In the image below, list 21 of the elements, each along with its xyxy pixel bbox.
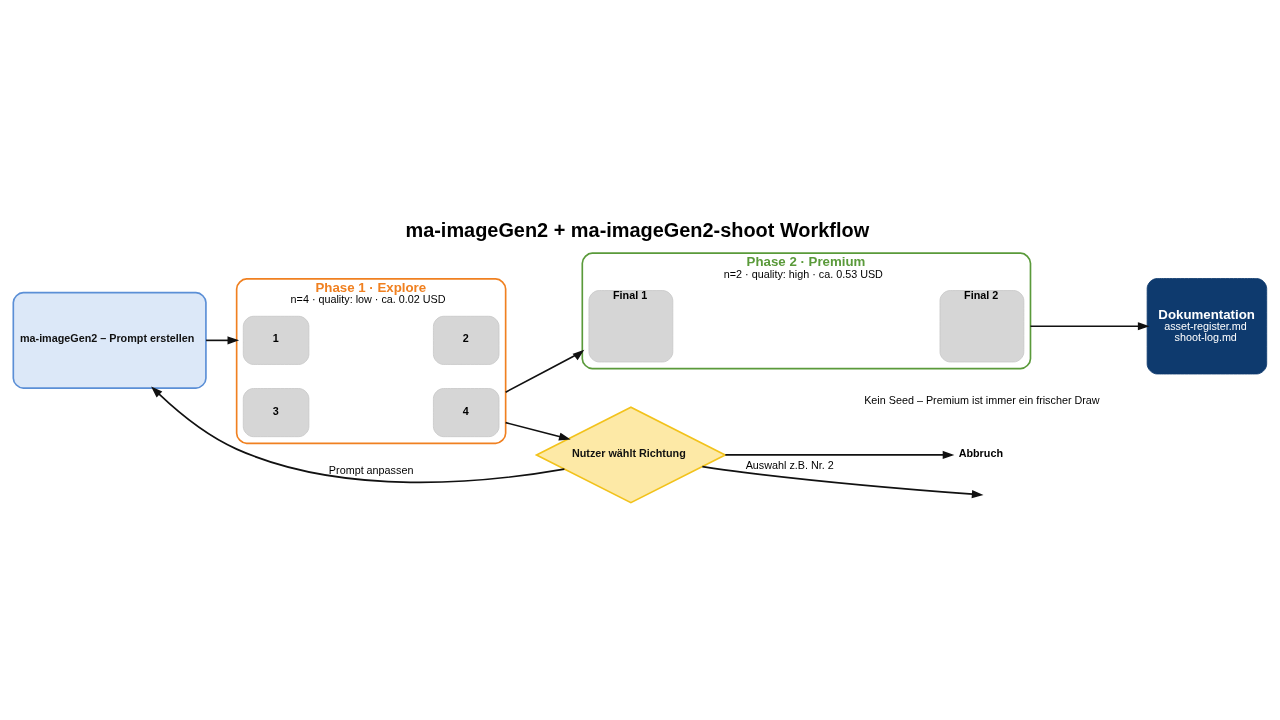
- arrow: [701, 465, 984, 498]
- node-box: 2: [433, 315, 500, 365]
- edge-label: Auswahl z.B. Nr. 2: [745, 458, 834, 471]
- node-box: Final 2: [939, 289, 1025, 362]
- arrow: [1029, 321, 1150, 330]
- arrow: [151, 385, 566, 483]
- node-box: 4: [433, 387, 500, 437]
- diagram-title: ma-imageGen2 + ma-imageGen2-shoot Workflow: [405, 218, 870, 241]
- node-box: 3: [242, 387, 310, 437]
- node-box: Dokumentation asset-register.md shoot-log.md: [1146, 277, 1268, 374]
- arrow: [205, 335, 240, 344]
- node-box: 1: [242, 315, 310, 365]
- edge-label: Prompt anpassen: [328, 463, 414, 476]
- node-diamond: Nutzer wählt Richtung: [534, 405, 728, 504]
- arrow: [504, 349, 585, 393]
- node-box: ma-imageGen2 – Prompt erstellen: [12, 291, 207, 389]
- arrow: [724, 450, 955, 459]
- arrow: [504, 421, 571, 441]
- node-box: Final 1: [588, 289, 674, 362]
- node-text: Abbruch: [958, 446, 1003, 459]
- node-label: Kein Seed – Premium ist immer ein frischer Draw: [864, 393, 1100, 406]
